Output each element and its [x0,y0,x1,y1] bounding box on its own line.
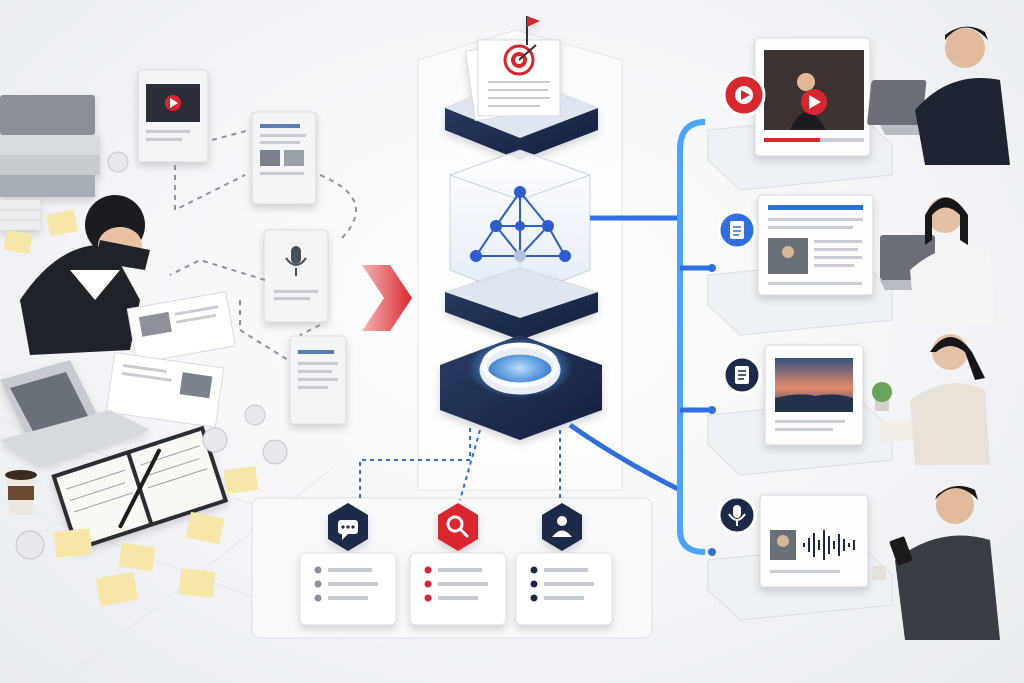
viewer-woman-notebook [872,334,990,465]
coffee-cup [5,470,37,515]
scattered-papers [105,291,236,428]
crumpled-paper [15,151,288,560]
tool-card-chat [299,503,397,626]
goal-layer [445,16,598,160]
glowing-ring-icon [479,342,561,395]
transform-arrow [362,265,412,331]
scattered-video-card [137,69,209,163]
target-flag-icon [503,16,540,76]
document-icon [298,350,334,354]
chat-bubble-icon [338,520,358,540]
output-card-photo [764,344,864,446]
output-card-article [757,194,874,296]
tool-card-user [515,503,613,626]
dashed-connectors [169,129,357,361]
document-icon [260,124,300,128]
viewer-man-laptop [867,26,1010,165]
stressed-worker [20,195,150,355]
left-chaos-zone [0,69,357,683]
play-icon [170,98,178,108]
scattered-document-card-2 [289,335,347,425]
viewer-man-phone [872,486,1000,640]
document-icon [735,366,749,384]
document-icon [730,221,744,239]
viewer-woman-laptop [880,197,995,325]
output-icon-article [717,210,757,250]
binders-stack [0,95,100,230]
engine-layer [440,335,602,440]
notebook [51,425,229,552]
output-icon-audio [717,495,757,535]
output-card-audio [759,494,869,588]
search-icon [446,515,469,538]
output-icon-video [722,73,766,117]
laptop [0,360,150,465]
microphone-icon [285,246,307,276]
user-icon [552,516,572,537]
sticky-notes [3,209,259,607]
scattered-document-card [251,111,317,205]
engine-connectors [359,119,716,556]
output-icon-photo [722,355,762,395]
tool-card-search [409,503,507,626]
scattered-audio-card [263,229,329,323]
audio-waveform [803,530,855,560]
knowledge-layer [449,149,591,299]
network-graph-icon [470,186,571,262]
microphone-icon [728,505,746,526]
play-icon [741,90,750,100]
output-card-video [754,37,871,157]
